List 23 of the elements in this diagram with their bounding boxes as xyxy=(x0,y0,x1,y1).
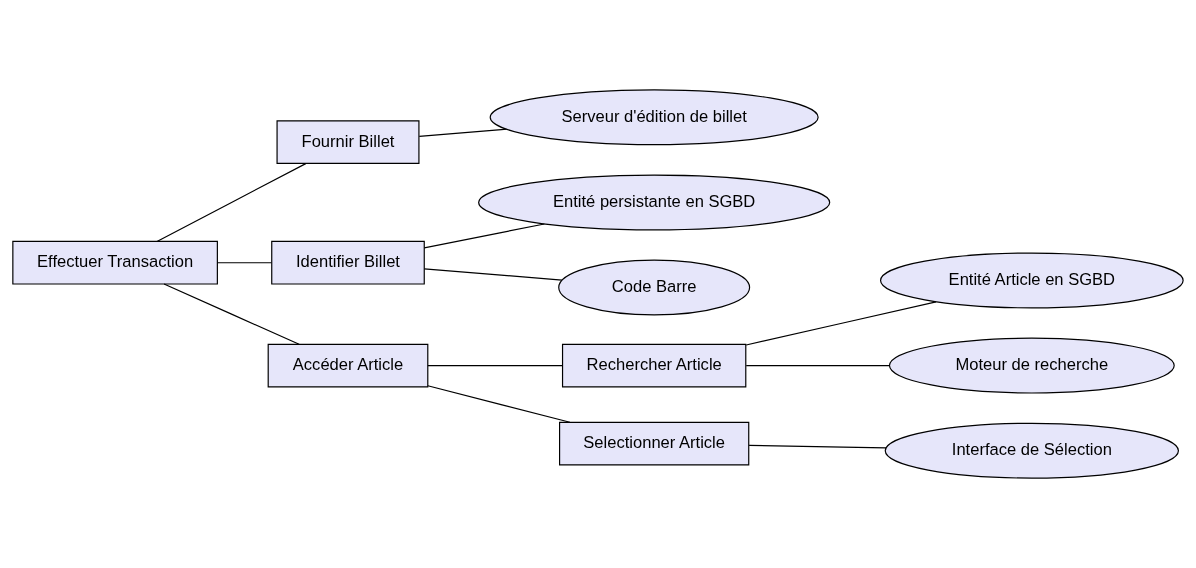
connector xyxy=(427,385,571,423)
connector xyxy=(745,301,937,346)
node-ellipse: Entité Article en SGBD xyxy=(879,252,1184,309)
node-box: Identifier Billet xyxy=(271,240,425,285)
connector xyxy=(745,365,890,367)
connector xyxy=(156,163,307,243)
connector xyxy=(423,268,563,281)
connector xyxy=(423,223,545,249)
node-box: Effectuer Transaction xyxy=(12,240,218,285)
connector xyxy=(163,283,300,345)
node-ellipse: Serveur d'édition de billet xyxy=(489,89,819,146)
connector xyxy=(216,262,272,264)
node-ellipse: Entité persistante en SGBD xyxy=(478,174,831,231)
connector xyxy=(418,128,508,137)
node-ellipse: Code Barre xyxy=(558,259,751,316)
node-ellipse: Interface de Sélection xyxy=(884,422,1179,479)
connector xyxy=(748,444,887,449)
node-box: Selectionner Article xyxy=(559,421,750,466)
node-box: Rechercher Article xyxy=(561,343,747,388)
connector xyxy=(427,365,563,367)
node-ellipse: Moteur de recherche xyxy=(888,337,1175,394)
node-box: Fournir Billet xyxy=(276,120,420,164)
node-box: Accéder Article xyxy=(267,343,429,388)
